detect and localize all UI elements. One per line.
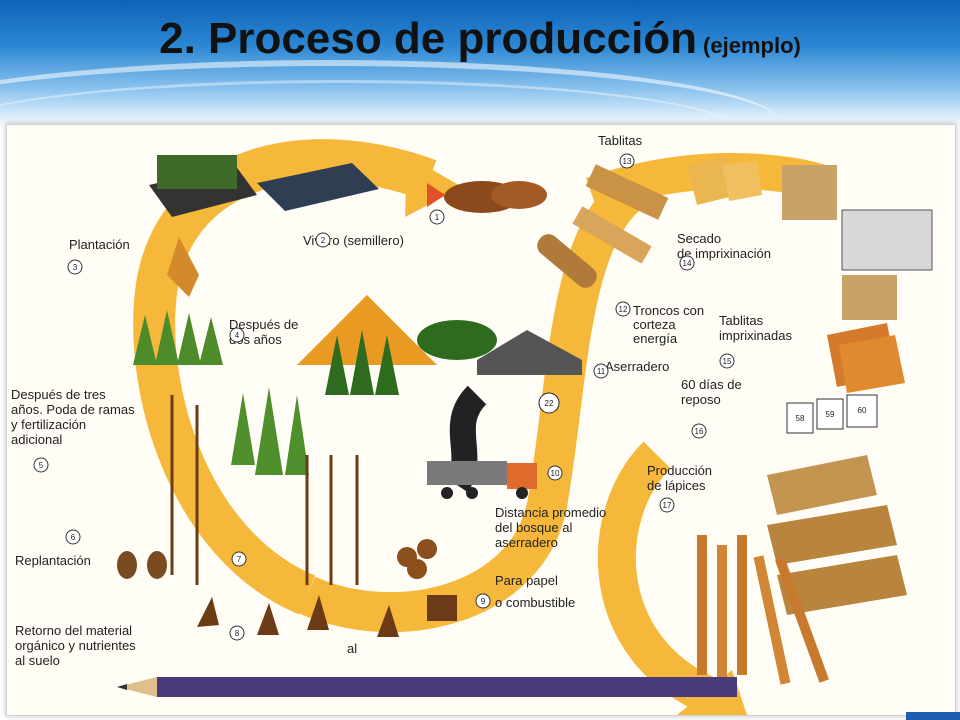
svg-text:15: 15: [723, 357, 732, 366]
label-al: al: [347, 641, 357, 656]
step-number-17: 17: [659, 497, 675, 513]
label-aserradero: Aserradero: [605, 359, 669, 374]
impregnated-boards: [827, 323, 905, 393]
step-number-2: 2: [315, 232, 331, 248]
header-swoosh: [0, 60, 780, 186]
step-number-3: 3: [67, 259, 83, 275]
road-sign-value: 22: [545, 399, 554, 408]
finished-pencil: [117, 677, 737, 697]
cycle-arrow-left: [133, 139, 437, 615]
step-number-7: 7: [231, 551, 247, 567]
label-tablitas-impr-2: imprixinadas: [719, 328, 792, 343]
label-replantacion: Replantación: [15, 553, 91, 568]
tall-trees: [170, 387, 359, 585]
svg-text:8: 8: [235, 629, 240, 638]
rest-period-signs: [786, 394, 878, 434]
svg-text:12: 12: [619, 305, 628, 314]
label-produccion-1: Producción: [647, 463, 712, 478]
svg-text:16: 16: [695, 427, 704, 436]
label-despues-tres-1: Después de tres: [11, 387, 106, 402]
slide-title-main: 2. Proceso de producción: [159, 14, 698, 63]
svg-text:4: 4: [235, 331, 240, 340]
step-number-8: 8: [229, 625, 245, 641]
header-swoosh: [0, 80, 740, 183]
label-retorno-1: Retorno del material: [15, 623, 132, 638]
logs: [397, 164, 669, 621]
label-troncos-3: energía: [633, 331, 678, 346]
sign-value-60: 60: [858, 406, 867, 415]
step-number-4: 4: [229, 327, 245, 343]
svg-text:14: 14: [683, 259, 692, 268]
label-papel-2: o combustible: [495, 595, 575, 610]
label-plantacion: Plantación: [69, 237, 130, 252]
step-number-13: 13: [619, 153, 635, 169]
young-trees: [133, 237, 223, 365]
label-reposo-2: reposo: [681, 392, 721, 407]
sign-value-58: 58: [796, 414, 805, 423]
svg-text:6: 6: [71, 533, 76, 542]
drying-boards: [687, 157, 933, 320]
label-troncos-2: corteza: [633, 317, 676, 332]
slide-title: 2. Proceso de producción(ejemplo): [0, 14, 960, 64]
svg-text:11: 11: [597, 367, 606, 376]
step-number-10: 10: [547, 465, 563, 481]
production-process-figure: Vivero (semillero) Plantación Después de…: [6, 124, 956, 716]
process-illustration: Vivero (semillero) Plantación Después de…: [11, 133, 933, 715]
label-despues-dos-1: Después de: [229, 317, 298, 332]
label-distancia-1: Distancia promedio: [495, 505, 606, 520]
label-distancia-3: aserradero: [495, 535, 558, 550]
label-distancia-2: del bosque al: [495, 520, 572, 535]
step-number-9: 9: [475, 593, 491, 609]
forest-scene: [297, 295, 582, 395]
svg-text:7: 7: [237, 555, 242, 564]
nursery-mound-icon: [427, 181, 547, 213]
svg-text:1: 1: [435, 213, 440, 222]
step-number-6: 6: [65, 529, 81, 545]
slide-title-sub: (ejemplo): [703, 33, 801, 58]
sign-value-59: 59: [826, 410, 835, 419]
board-stacks: [767, 455, 907, 615]
step-number-16: 16: [691, 423, 707, 439]
svg-text:2: 2: [321, 236, 326, 245]
seedling-tray: [149, 155, 379, 217]
svg-text:13: 13: [623, 157, 632, 166]
step-number-11: 11: [593, 363, 609, 379]
label-tablitas-impr-1: Tablitas: [719, 313, 764, 328]
road-and-truck: [427, 385, 537, 499]
label-retorno-3: al suelo: [15, 653, 60, 668]
label-despues-tres-2: años. Poda de ramas: [11, 402, 135, 417]
label-secado-1: Secado: [677, 231, 721, 246]
label-reposo-1: 60 días de: [681, 377, 742, 392]
step-number-12: 12: [615, 301, 631, 317]
step-number-15: 15: [719, 353, 735, 369]
label-produccion-2: de lápices: [647, 478, 706, 493]
road-sign-icon: [538, 392, 560, 414]
cycle-arrow-right: [597, 441, 716, 713]
cycle-arrowhead-left: [405, 155, 462, 217]
label-retorno-2: orgánico y nutrientes: [15, 638, 136, 653]
label-papel-1: Para papel: [495, 573, 558, 588]
step-number-14: 14: [679, 255, 695, 271]
svg-text:10: 10: [551, 469, 560, 478]
svg-text:3: 3: [73, 263, 78, 272]
label-despues-tres-4: adicional: [11, 432, 62, 447]
stumps-and-roots: [117, 551, 399, 637]
label-despues-tres-3: y fertilización: [11, 417, 86, 432]
label-secado-2: de imprixinación: [677, 246, 771, 261]
svg-text:5: 5: [39, 461, 44, 470]
pencils: [697, 535, 829, 685]
header-band: [0, 0, 960, 128]
step-number-5: 5: [33, 457, 49, 473]
corner-accent: [906, 712, 960, 720]
step-number-1: 1: [429, 209, 445, 225]
label-tablitas: Tablitas: [598, 133, 643, 148]
label-troncos-1: Troncos con: [633, 303, 704, 318]
svg-text:17: 17: [663, 501, 672, 510]
svg-text:9: 9: [481, 597, 486, 606]
